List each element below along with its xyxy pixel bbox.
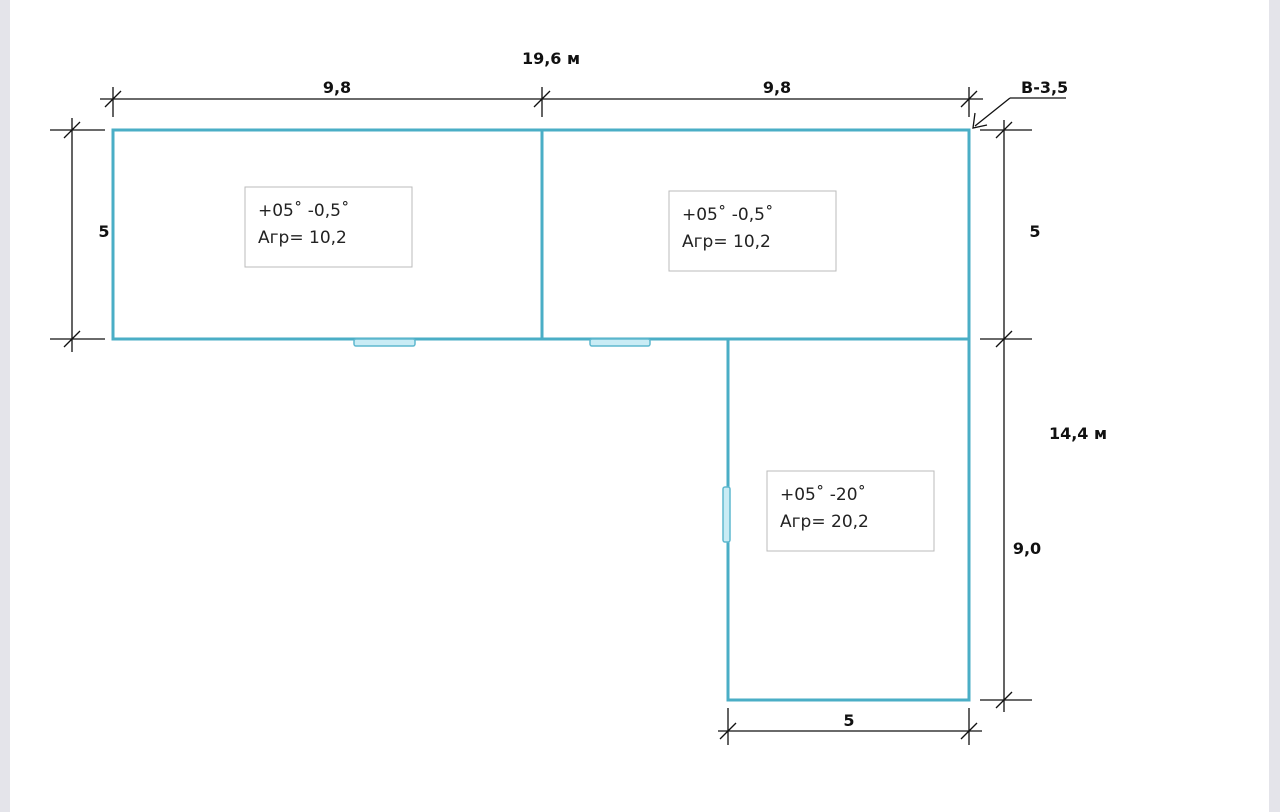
room-temp: +05˚ -0,5˚ — [682, 204, 773, 225]
room-area: Агр= 10,2 — [258, 228, 347, 248]
total-height-label: 14,4 м — [1049, 424, 1107, 443]
left-height-label: 5 — [98, 222, 109, 241]
walls — [111, 128, 971, 702]
room-label-box — [766, 470, 935, 552]
corner-mark-label: B-3,5 — [1021, 78, 1068, 97]
room-temp: +05˚ -0,5˚ — [258, 200, 349, 221]
bottom-dimension: 5 — [718, 708, 982, 745]
left-width-label: 9,8 — [323, 78, 351, 97]
drawing-sheet — [10, 0, 1269, 812]
total-width-label: 19,6 м — [522, 49, 580, 68]
room-label-3: +05˚ -20˚ Агр= 20,2 — [766, 470, 935, 552]
room-label-box — [668, 190, 837, 272]
room-label-box — [244, 186, 413, 268]
right-dimension: 5 14,4 м 9,0 — [980, 120, 1107, 712]
room-area: Агр= 10,2 — [682, 232, 771, 252]
room-temp: +05˚ -20˚ — [780, 484, 866, 505]
room-label-1: +05˚ -0,5˚ Агр= 10,2 — [244, 186, 413, 268]
door-room-3 — [722, 486, 731, 543]
room-label-2: +05˚ -0,5˚ Агр= 10,2 — [668, 190, 837, 272]
top-dimension: 19,6 м 9,8 9,8 — [100, 49, 983, 117]
right-width-label: 9,8 — [763, 78, 791, 97]
room-area: Агр= 20,2 — [780, 512, 869, 532]
door-room-1 — [353, 338, 416, 347]
left-dimension: 5 — [50, 118, 110, 352]
doors — [353, 338, 731, 543]
right-top-height-label: 5 — [1029, 222, 1040, 241]
bottom-width-label: 5 — [843, 711, 854, 730]
right-bottom-height-label: 9,0 — [1013, 539, 1041, 558]
door-room-2 — [589, 338, 651, 347]
corner-mark: B-3,5 — [972, 78, 1068, 129]
